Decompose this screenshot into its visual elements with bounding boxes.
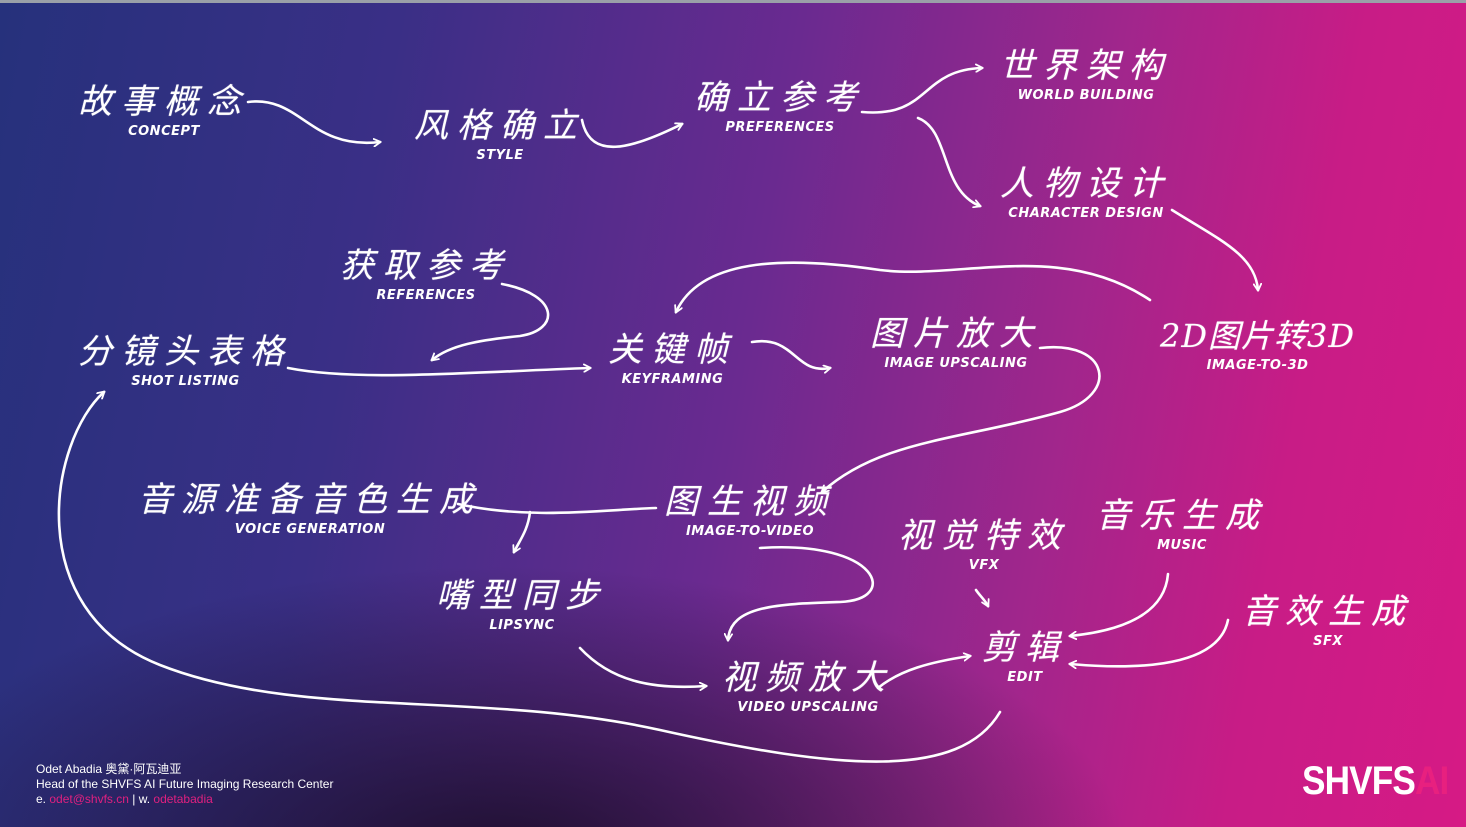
node-references-en: REFERENCES: [376, 288, 476, 303]
node-image-to-video: 图生视频 IMAGE-TO-VIDEO: [664, 482, 836, 540]
logo-main: SHVFS: [1302, 759, 1416, 803]
arrow-3d-to-keyframing: [676, 261, 1152, 312]
arrow-preferences-to-world: [860, 68, 982, 114]
arrow-imagetovideo-to-videoupscaling: [728, 545, 874, 640]
node-voice-generation-en: VOICE GENERATION: [234, 522, 386, 537]
arrow-character-to-3d: [1170, 208, 1258, 290]
email-prefix: e.: [36, 792, 47, 806]
logo-accent: AI: [1414, 759, 1449, 803]
node-edit: 剪辑 EDIT: [982, 628, 1068, 686]
arrow-shotlisting-to-keyframing: [286, 368, 590, 377]
node-keyframing-zh: 关键帧: [608, 330, 737, 370]
arrow-sfx-to-edit: [1070, 618, 1230, 666]
email-link[interactable]: odet@shvfs.cn: [49, 792, 129, 806]
node-preferences-zh: 确立参考: [694, 78, 866, 118]
node-concept: 故事概念 CONCEPT: [78, 82, 250, 140]
arrow-vfx-to-edit: [974, 588, 988, 606]
arrow-music-to-edit: [1070, 572, 1170, 636]
node-edit-en: EDIT: [1007, 670, 1043, 685]
author-role: Head of the SHVFS AI Future Imaging Rese…: [36, 777, 334, 791]
node-character-design-en: CHARACTER DESIGN: [1008, 206, 1164, 221]
node-shot-listing: 分镜头表格 SHOT LISTING: [78, 332, 293, 390]
node-world-building-zh: 世界架构: [1000, 46, 1172, 86]
arrow-concept-to-style: [246, 100, 380, 142]
website-link[interactable]: odetabadia: [153, 792, 213, 806]
arrow-edit-to-shotlisting: [57, 392, 1002, 763]
arrow-preferences-to-character: [916, 116, 980, 206]
arrow-videoupscaling-to-edit: [876, 656, 970, 690]
node-music-en: MUSIC: [1157, 538, 1207, 553]
node-video-upscaling: 视频放大 VIDEO UPSCALING: [722, 658, 894, 716]
node-image-upscaling-en: IMAGE UPSCALING: [884, 356, 1028, 371]
author-contact: e. odet@shvfs.cn | w. odetabadia: [36, 792, 333, 807]
node-world-building-en: WORLD BUILDING: [1017, 88, 1155, 103]
contact-separator: | w.: [132, 792, 151, 806]
node-image-upscaling-zh: 图片放大: [870, 314, 1042, 354]
node-video-upscaling-zh: 视频放大: [722, 658, 894, 698]
node-lipsync-en: LIPSYNC: [489, 618, 555, 633]
node-image-to-3d-zh: 2D图片转3D: [1160, 317, 1356, 355]
author-name: Odet Abadia 奥黛·阿瓦迪亚: [36, 762, 182, 776]
node-world-building: 世界架构 WORLD BUILDING: [1000, 46, 1172, 104]
top-border: [0, 0, 1466, 3]
node-vfx-zh: 视觉特效: [898, 516, 1070, 556]
node-references-zh: 获取参考: [340, 246, 512, 286]
node-vfx: 视觉特效 VFX: [898, 516, 1070, 574]
arrow-keyframing-to-upscaling: [750, 339, 830, 369]
arrow-voice-to-lipsync: [456, 502, 658, 552]
arrow-style-to-preferences: [580, 118, 682, 149]
node-music-zh: 音乐生成: [1096, 496, 1268, 536]
node-image-upscaling: 图片放大 IMAGE UPSCALING: [870, 314, 1042, 372]
node-character-design-zh: 人物设计: [1000, 164, 1172, 204]
node-style: 风格确立 STYLE: [414, 106, 586, 164]
node-keyframing: 关键帧 KEYFRAMING: [608, 330, 737, 388]
node-sfx-en: SFX: [1313, 634, 1343, 649]
shvfs-ai-logo: SHVFSAI: [1302, 758, 1449, 804]
node-lipsync-zh: 嘴型同步: [436, 576, 608, 616]
node-sfx: 音效生成 SFX: [1242, 592, 1414, 650]
node-concept-zh: 故事概念: [78, 82, 250, 122]
node-sfx-zh: 音效生成: [1242, 592, 1414, 632]
node-lipsync: 嘴型同步 LIPSYNC: [436, 576, 608, 634]
node-voice-generation-zh: 音源准备音色生成: [138, 480, 482, 520]
node-preferences: 确立参考 PREFERENCES: [694, 78, 866, 136]
node-music: 音乐生成 MUSIC: [1096, 496, 1268, 554]
node-concept-en: CONCEPT: [128, 124, 200, 139]
author-credit: Odet Abadia 奥黛·阿瓦迪亚 Head of the SHVFS AI…: [36, 762, 333, 807]
arrow-upscaling-to-imagetovideo: [822, 345, 1101, 492]
node-voice-generation: 音源准备音色生成 VOICE GENERATION: [138, 480, 482, 538]
node-vfx-en: VFX: [968, 558, 1000, 573]
node-preferences-en: PREFERENCES: [725, 120, 835, 135]
node-shot-listing-zh: 分镜头表格: [78, 332, 293, 372]
node-keyframing-en: KEYFRAMING: [621, 372, 724, 387]
node-image-to-video-zh: 图生视频: [664, 482, 836, 522]
node-image-to-3d-en: IMAGE-TO-3D: [1206, 358, 1309, 373]
node-edit-zh: 剪辑: [982, 628, 1068, 668]
node-style-en: STYLE: [476, 148, 524, 163]
node-character-design: 人物设计 CHARACTER DESIGN: [1000, 164, 1172, 222]
node-image-to-video-en: IMAGE-TO-VIDEO: [685, 524, 815, 539]
node-shot-listing-en: SHOT LISTING: [131, 374, 240, 389]
arrow-references-to-shotlisting: [432, 282, 550, 360]
node-image-to-3d: 2D图片转3D IMAGE-TO-3D: [1160, 316, 1355, 374]
node-video-upscaling-en: VIDEO UPSCALING: [737, 700, 879, 715]
node-style-zh: 风格确立: [414, 106, 586, 146]
arrow-lipsync-to-videoupscaling: [578, 646, 706, 687]
node-references: 获取参考 REFERENCES: [340, 246, 512, 304]
